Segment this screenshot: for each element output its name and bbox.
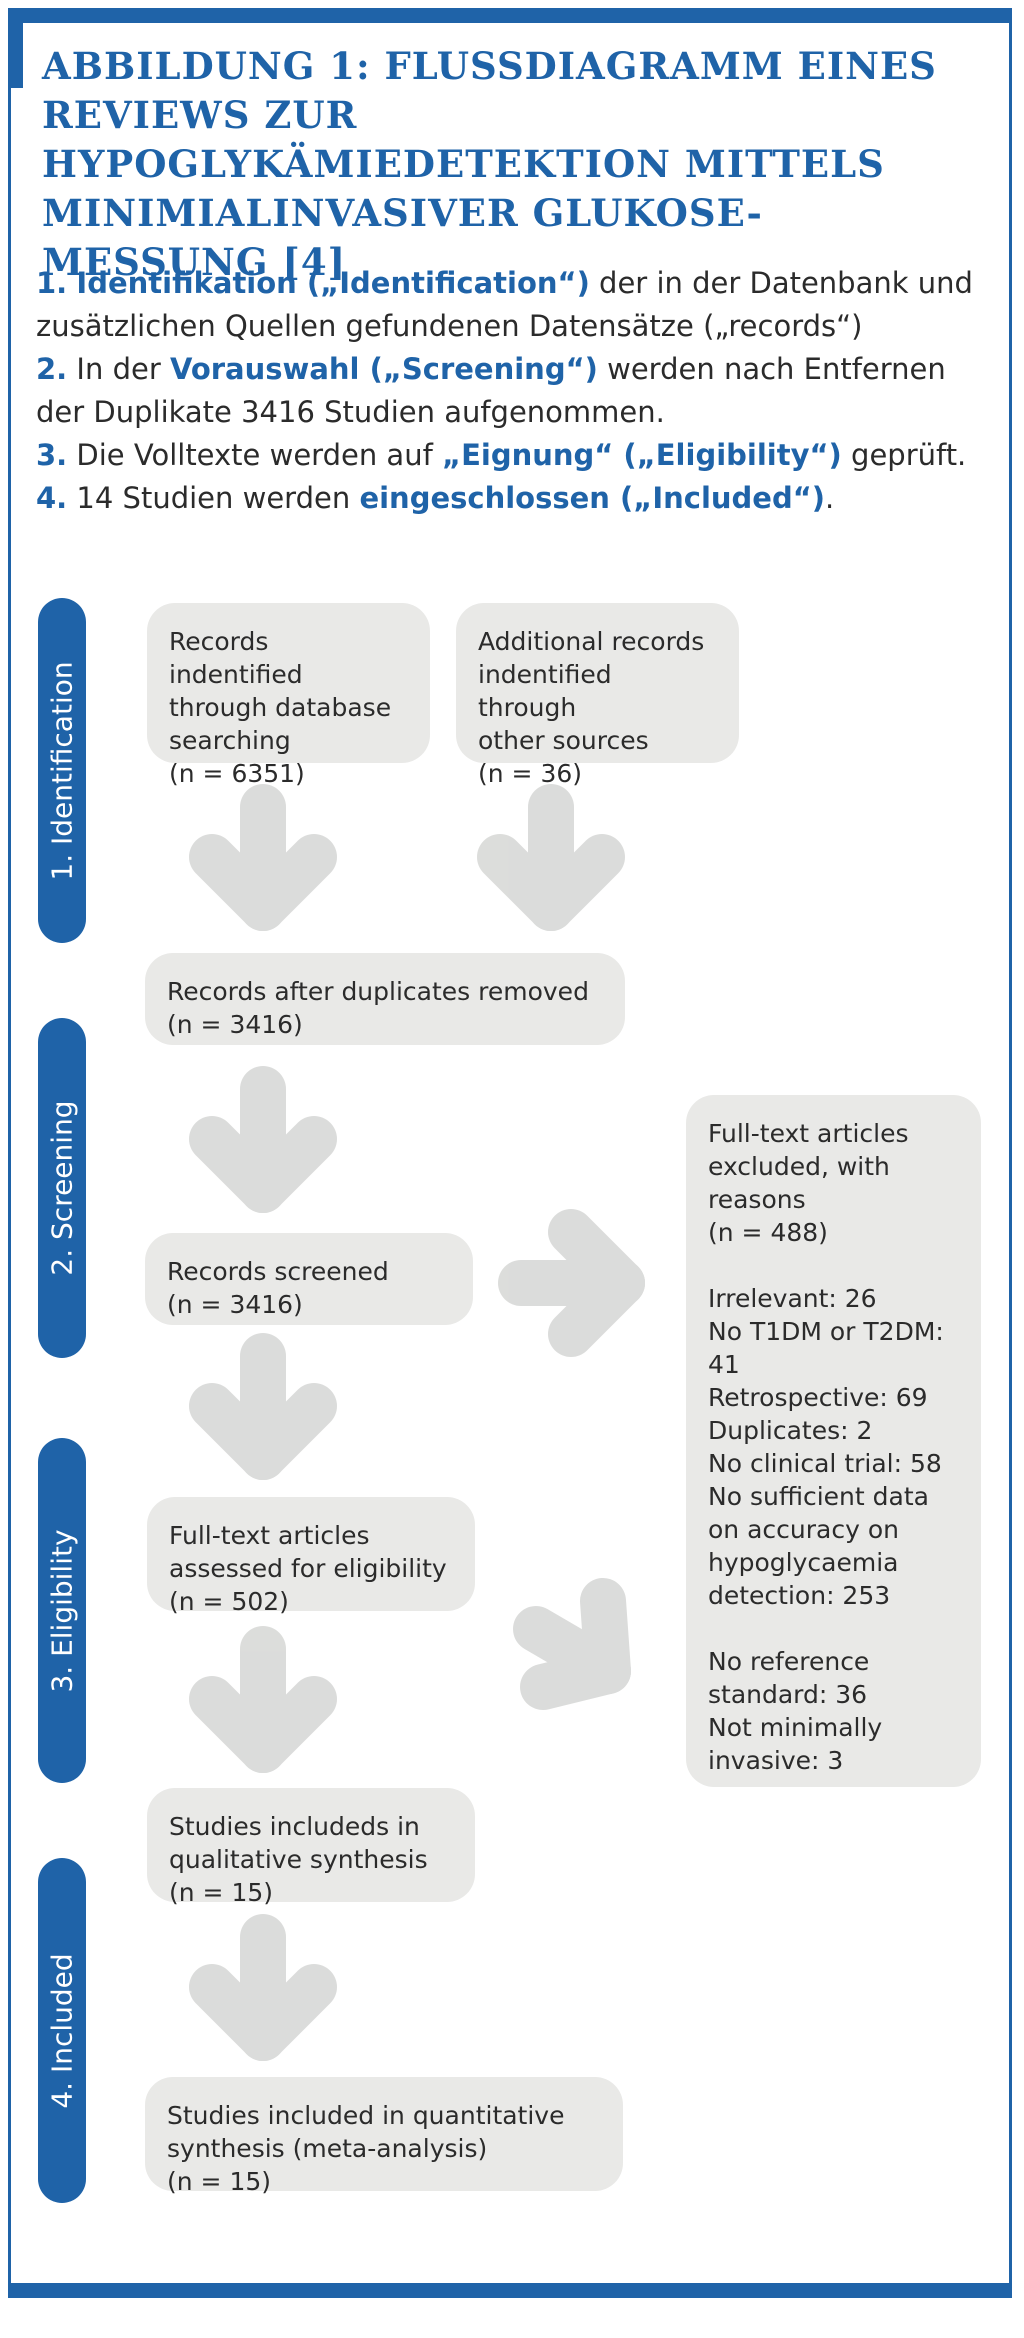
box-records-screened: Records screened (n = 3416) xyxy=(145,1233,473,1325)
box-fulltext-assessed: Full-text articles assessed for eligibil… xyxy=(147,1497,475,1616)
step-1-highlight: Identifikation („Identification“) xyxy=(76,266,590,300)
step-3: 3. Die Volltexte werden auf „Eignung“ („… xyxy=(36,434,996,477)
step-2-highlight: Vorauswahl („Screening“) xyxy=(169,352,598,386)
step-3-pretext: Die Volltexte werden auf xyxy=(67,438,443,472)
figure-title: Abbildung 1: Flussdiagramm eines Reviews… xyxy=(42,44,937,284)
step-list: 1. Identifikation („Identification“) der… xyxy=(36,262,996,520)
step-3-highlight: „Eignung“ („Eligibility“) xyxy=(442,438,842,472)
box-qualitative-synthesis: Studies includeds in qualitative synthes… xyxy=(147,1788,475,1907)
step-2: 2. In der Vorauswahl („Screening“) werde… xyxy=(36,348,996,434)
step-1-text: der in der Datenbank und zusätzlichen Qu… xyxy=(36,266,973,343)
down-arrow-icon xyxy=(189,1066,337,1213)
box-fulltext-excluded: Full-text articles excluded, with reason… xyxy=(686,1095,981,1787)
down-arrow-icon xyxy=(189,1626,337,1773)
step-4-highlight: eingeschlossen („Included“) xyxy=(359,481,826,515)
stage-pill-identification: 1. Identification xyxy=(38,598,86,943)
down-arrow-icon xyxy=(189,1333,337,1480)
right-arrow-icon xyxy=(498,1209,645,1357)
stage-pill-eligibility: 3. Eligibility xyxy=(38,1438,86,1783)
box-database-records: Records indentified through database sea… xyxy=(147,603,430,788)
step-2-pretext: In der xyxy=(67,352,170,386)
stage-pill-screening: 2. Screening xyxy=(38,1018,86,1358)
step-4-text: . xyxy=(825,481,835,515)
step-4-pretext: 14 Studien werden xyxy=(67,481,360,515)
step-1: 1. Identifikation („Identification“) der… xyxy=(36,262,996,348)
step-3-number: 3. xyxy=(36,438,68,472)
step-1-number: 1. xyxy=(36,266,68,300)
step-2-text: werden nach Entfernen der Duplikate 3416… xyxy=(36,352,946,429)
stage-label-included: 4. Included xyxy=(45,1952,79,2109)
step-4-number: 4. xyxy=(36,481,68,515)
step-3-text: geprüft. xyxy=(841,438,967,472)
stage-label-screening: 2. Screening xyxy=(45,1100,79,1276)
box-after-duplicates: Records after duplicates removed (n = 34… xyxy=(145,953,625,1045)
stage-pill-included: 4. Included xyxy=(38,1858,86,2203)
frame-corner-accent xyxy=(8,8,23,88)
step-2-number: 2. xyxy=(36,352,68,386)
step-4: 4. 14 Studien werden eingeschlossen („In… xyxy=(36,477,996,520)
diagonal-arrow-icon xyxy=(513,1578,631,1710)
box-other-records: Additional records indentified through o… xyxy=(456,603,739,788)
stage-label-identification: 1. Identification xyxy=(45,660,79,881)
down-arrow-icon xyxy=(189,784,337,931)
box-quantitative-synthesis: Studies included in quantitative synthes… xyxy=(145,2077,623,2196)
down-arrow-icon xyxy=(189,1914,337,2061)
stage-label-eligibility: 3. Eligibility xyxy=(45,1528,79,1693)
down-arrow-icon xyxy=(477,784,625,931)
